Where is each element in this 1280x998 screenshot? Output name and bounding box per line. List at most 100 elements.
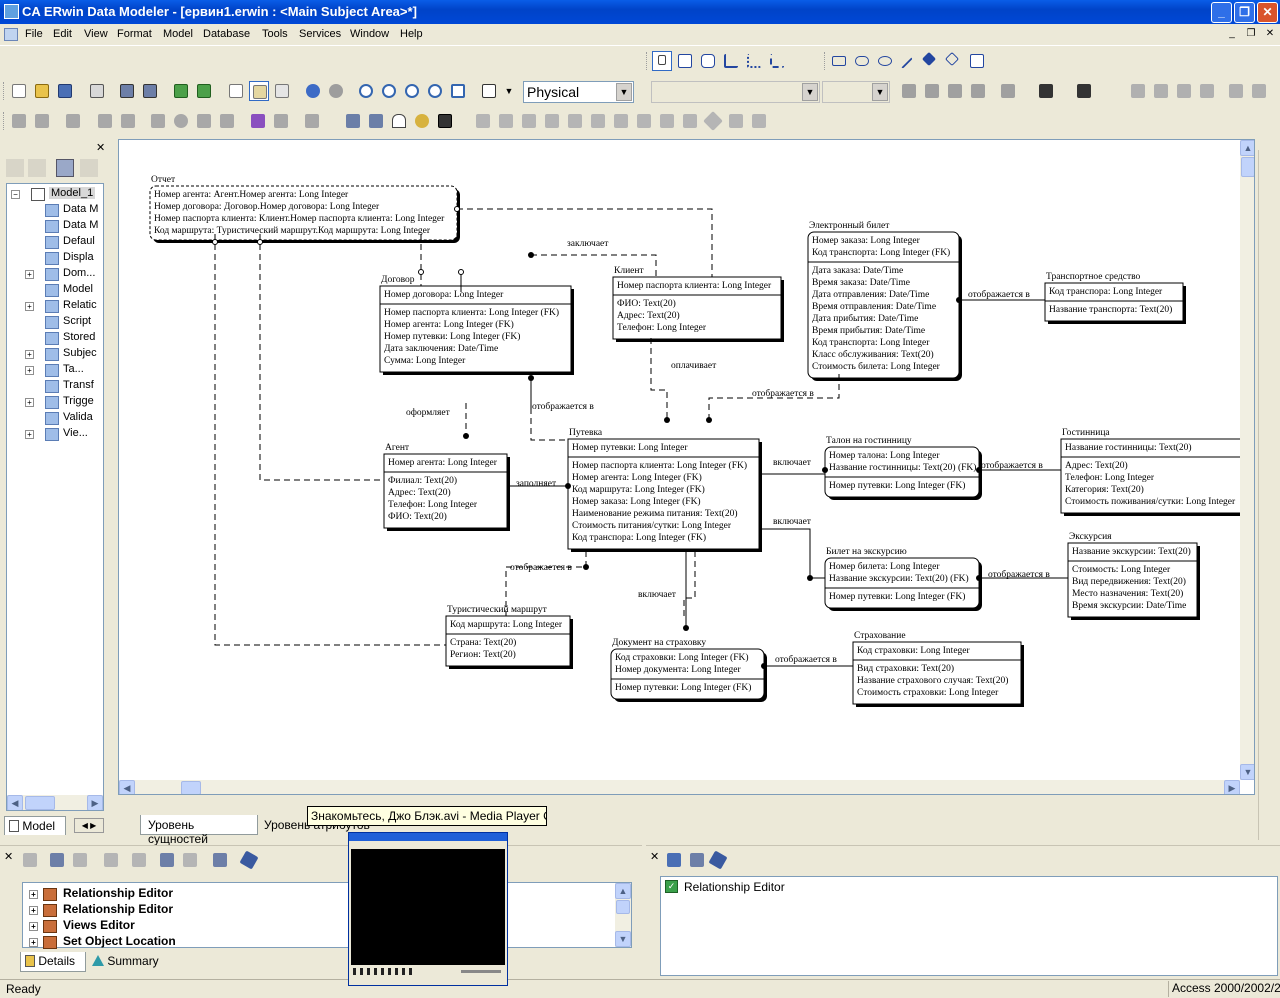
tree-hscroll-thumb[interactable] — [25, 796, 55, 810]
scroll-up-icon[interactable]: ▲ — [615, 883, 631, 899]
many-to-many-rel-icon[interactable] — [744, 51, 764, 71]
menu-database[interactable]: Database — [203, 28, 251, 40]
play-controls-icon[interactable] — [353, 968, 413, 975]
scroll-left-icon[interactable]: ◀ — [7, 795, 23, 810]
save-icon[interactable] — [55, 81, 75, 101]
menu-window[interactable]: Window — [350, 28, 390, 40]
tx-item[interactable]: Relationship Editor — [684, 880, 785, 894]
relationship-line[interactable] — [259, 234, 384, 481]
pointer-tool-icon[interactable] — [652, 51, 672, 71]
entity-box[interactable] — [445, 615, 571, 667]
entity-box[interactable] — [383, 453, 508, 529]
hscroll-thumb[interactable] — [181, 781, 201, 794]
model-view-combo[interactable]: Physical ▼ — [523, 81, 634, 103]
line-color-icon[interactable] — [1036, 81, 1056, 101]
action-log-icon[interactable] — [412, 111, 432, 131]
vscroll-thumb[interactable] — [1241, 157, 1254, 177]
relationship-line[interactable] — [650, 338, 668, 420]
rectangle-tool-icon[interactable] — [829, 51, 849, 71]
print-icon[interactable] — [87, 81, 107, 101]
tab-summary[interactable]: Summary — [88, 953, 162, 971]
tab-details[interactable]: Details — [20, 952, 86, 972]
canvas-vscroll[interactable]: ▲ ▼ — [1240, 140, 1254, 780]
stop-icon[interactable] — [326, 81, 346, 101]
close-icon[interactable]: ✕ — [650, 851, 660, 863]
relationship-line[interactable] — [505, 551, 587, 616]
relationship-line[interactable] — [214, 234, 446, 646]
mdi-minimize-button[interactable]: _ — [1229, 28, 1235, 39]
mdi-close-button[interactable]: ✕ — [1265, 28, 1275, 39]
report-icon[interactable] — [272, 81, 292, 101]
log-help-icon[interactable] — [239, 850, 259, 870]
checked-icon[interactable]: ✓ — [665, 880, 678, 893]
expand-icon[interactable]: + — [25, 398, 34, 407]
mart-icon[interactable] — [248, 111, 268, 131]
menu-format[interactable]: Format — [117, 28, 152, 40]
entity-box[interactable] — [149, 185, 458, 241]
find-model-icon[interactable] — [56, 159, 74, 177]
tab-entity-level[interactable]: Уровень сущностей — [140, 815, 258, 846]
log-undo-icon[interactable] — [157, 850, 177, 870]
scroll-down-icon[interactable]: ▼ — [615, 931, 631, 947]
minimize-button[interactable]: _ — [1211, 2, 1232, 23]
entity-tool-icon[interactable] — [675, 51, 695, 71]
expand-icon[interactable]: + — [25, 366, 34, 375]
polyline-tool-icon[interactable] — [921, 51, 941, 71]
entity-box[interactable] — [612, 276, 782, 340]
document-icon[interactable] — [4, 28, 18, 41]
canvas-hscroll[interactable]: ◀ ▶ — [119, 780, 1240, 794]
tab-scroll-buttons[interactable]: ◀ ▶ — [74, 818, 104, 833]
expand-icon[interactable]: + — [29, 906, 38, 915]
zoom-in-icon[interactable] — [379, 81, 399, 101]
expand-icon[interactable]: + — [25, 430, 34, 439]
log-find-icon[interactable] — [47, 850, 67, 870]
zoom-fit-icon[interactable] — [402, 81, 422, 101]
find-icon[interactable] — [117, 81, 137, 101]
menu-edit[interactable]: Edit — [53, 28, 72, 40]
menu-model[interactable]: Model — [163, 28, 193, 40]
model-navigator-icon[interactable] — [366, 111, 386, 131]
scroll-right-icon[interactable]: ▶ — [87, 795, 103, 810]
ellipse-tool-icon[interactable] — [875, 51, 895, 71]
rounded-rect-tool-icon[interactable] — [852, 51, 872, 71]
transaction-list[interactable]: ✓ Relationship Editor — [660, 876, 1278, 976]
action-log-list[interactable]: +Relationship Editor+Relationship Editor… — [22, 882, 632, 949]
non-identifying-rel-icon[interactable] — [767, 51, 787, 71]
entity-box[interactable] — [379, 285, 572, 373]
sql-icon[interactable] — [435, 111, 455, 131]
open-icon[interactable] — [32, 81, 52, 101]
tree-hscroll[interactable]: ◀ ▶ — [7, 795, 103, 810]
menu-services[interactable]: Services — [299, 28, 342, 40]
relationship-line[interactable] — [531, 254, 657, 277]
expand-icon[interactable]: + — [29, 890, 38, 899]
font-color-icon[interactable] — [1074, 81, 1094, 101]
new-model-icon[interactable] — [9, 81, 29, 101]
chevron-down-icon[interactable]: ▼ — [616, 83, 632, 101]
collapse-icon[interactable]: − — [11, 190, 20, 199]
expand-icon[interactable]: + — [25, 270, 34, 279]
scroll-right-icon[interactable]: ▶ — [1224, 780, 1240, 794]
expand-icon[interactable]: + — [25, 350, 34, 359]
zoom-out-icon[interactable] — [356, 81, 376, 101]
playback-controls[interactable] — [351, 967, 505, 977]
relationship-line[interactable] — [683, 551, 696, 616]
zoom-model-icon[interactable] — [425, 81, 445, 101]
schema-view-icon[interactable] — [249, 81, 269, 101]
entity-box[interactable] — [1060, 438, 1240, 514]
close-icon[interactable]: ✕ — [4, 851, 14, 863]
log-vscroll-thumb[interactable] — [616, 900, 630, 914]
tx-help-icon[interactable] — [708, 850, 728, 870]
entity-box[interactable] — [610, 648, 765, 700]
right-splitter[interactable] — [1258, 150, 1278, 840]
line-tool-icon[interactable] — [897, 51, 918, 71]
identifying-rel-icon[interactable] — [721, 51, 741, 71]
forward-engineer-icon[interactable] — [171, 81, 191, 101]
restore-button[interactable]: ❐ — [1234, 2, 1255, 23]
media-player-thumbnail[interactable] — [348, 832, 508, 986]
expand-icon[interactable]: + — [29, 922, 38, 931]
undo-icon[interactable] — [303, 81, 323, 101]
relationship-line[interactable] — [708, 374, 840, 420]
model-explorer-icon[interactable] — [343, 111, 363, 131]
